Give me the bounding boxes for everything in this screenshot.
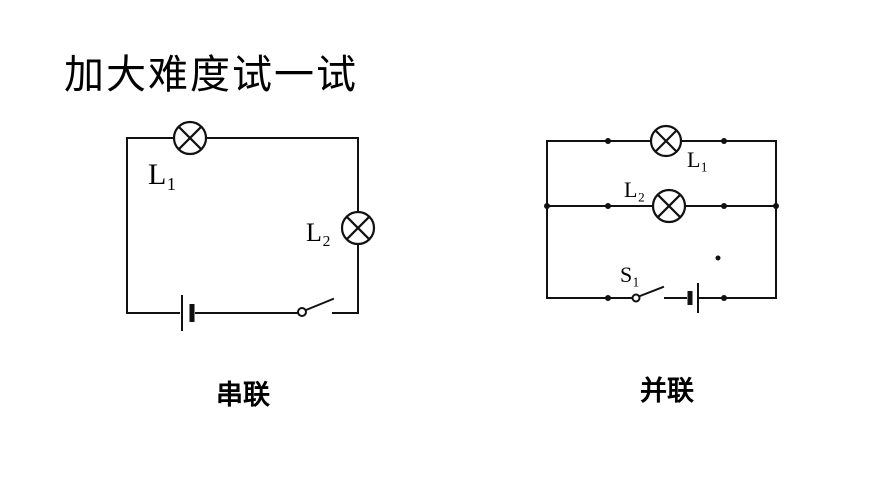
lamp-bulb-icon	[651, 188, 687, 224]
junction-dot	[721, 138, 727, 144]
lamp-cross-icon	[177, 125, 203, 151]
switch-blade-icon	[638, 285, 665, 298]
lamp-cross-icon	[654, 129, 678, 153]
lamp-L2-label: L₂	[624, 177, 645, 202]
parallel-circuit: L₁ L₂ S₁	[544, 124, 779, 406]
junction-dot	[605, 138, 611, 144]
lamp-bulb-icon	[340, 210, 376, 246]
switch	[297, 297, 335, 317]
switch-S1-label: S₁	[620, 262, 640, 287]
switch-S1	[631, 285, 665, 303]
lamp-L2	[651, 188, 687, 224]
junction-dot	[544, 203, 550, 209]
lamp-L1	[649, 124, 683, 158]
lamp-bulb-icon	[649, 124, 683, 158]
junction-dot	[721, 295, 727, 301]
lamp-L2-label: L₂	[306, 218, 331, 247]
junction-dot	[715, 255, 721, 261]
switch-blade-icon	[304, 297, 335, 312]
junction-dot	[721, 203, 727, 209]
switch-pivot-icon	[631, 293, 641, 303]
lamp-bulb-icon	[172, 120, 208, 156]
series-caption: 串联	[216, 380, 270, 410]
lamp-L1	[172, 120, 208, 156]
lamp-cross-icon	[345, 215, 371, 241]
lamp-L1-label: L₁	[148, 158, 177, 191]
battery	[181, 295, 195, 331]
battery	[687, 283, 699, 313]
junction-dot	[773, 203, 779, 209]
page-title: 加大难度试一试	[64, 52, 358, 97]
lamp-cross-icon	[656, 193, 682, 219]
junction-dot	[605, 295, 611, 301]
switch-pivot-icon	[297, 307, 307, 317]
lamp-L1-label: L₁	[687, 147, 708, 172]
parallel-caption: 并联	[640, 375, 694, 406]
series-circuit: L₁ L₂ 串联	[126, 120, 376, 410]
junction-dot	[605, 203, 611, 209]
lamp-L2	[340, 210, 376, 246]
